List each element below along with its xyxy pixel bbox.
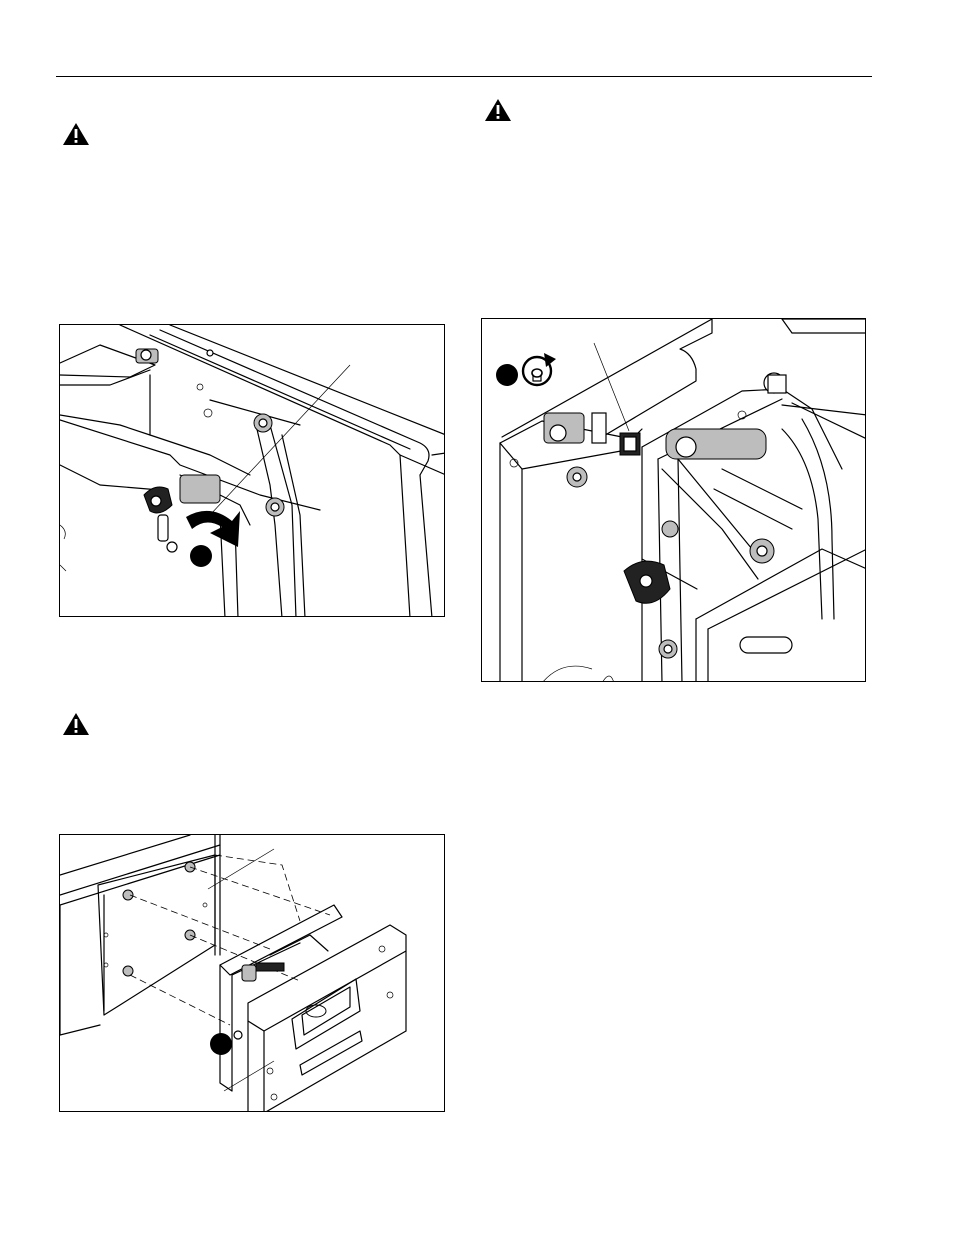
warning-triangle-icon: [62, 712, 90, 736]
warning-triangle-icon: [62, 122, 90, 146]
rotate-clockwise-icon: [523, 353, 556, 385]
warning-triangle-icon: [484, 98, 512, 122]
header-rule: [56, 76, 872, 77]
figure-top-left: [59, 324, 445, 617]
figure-bottom-left: [59, 834, 445, 1112]
figure-top-right: [481, 318, 866, 682]
